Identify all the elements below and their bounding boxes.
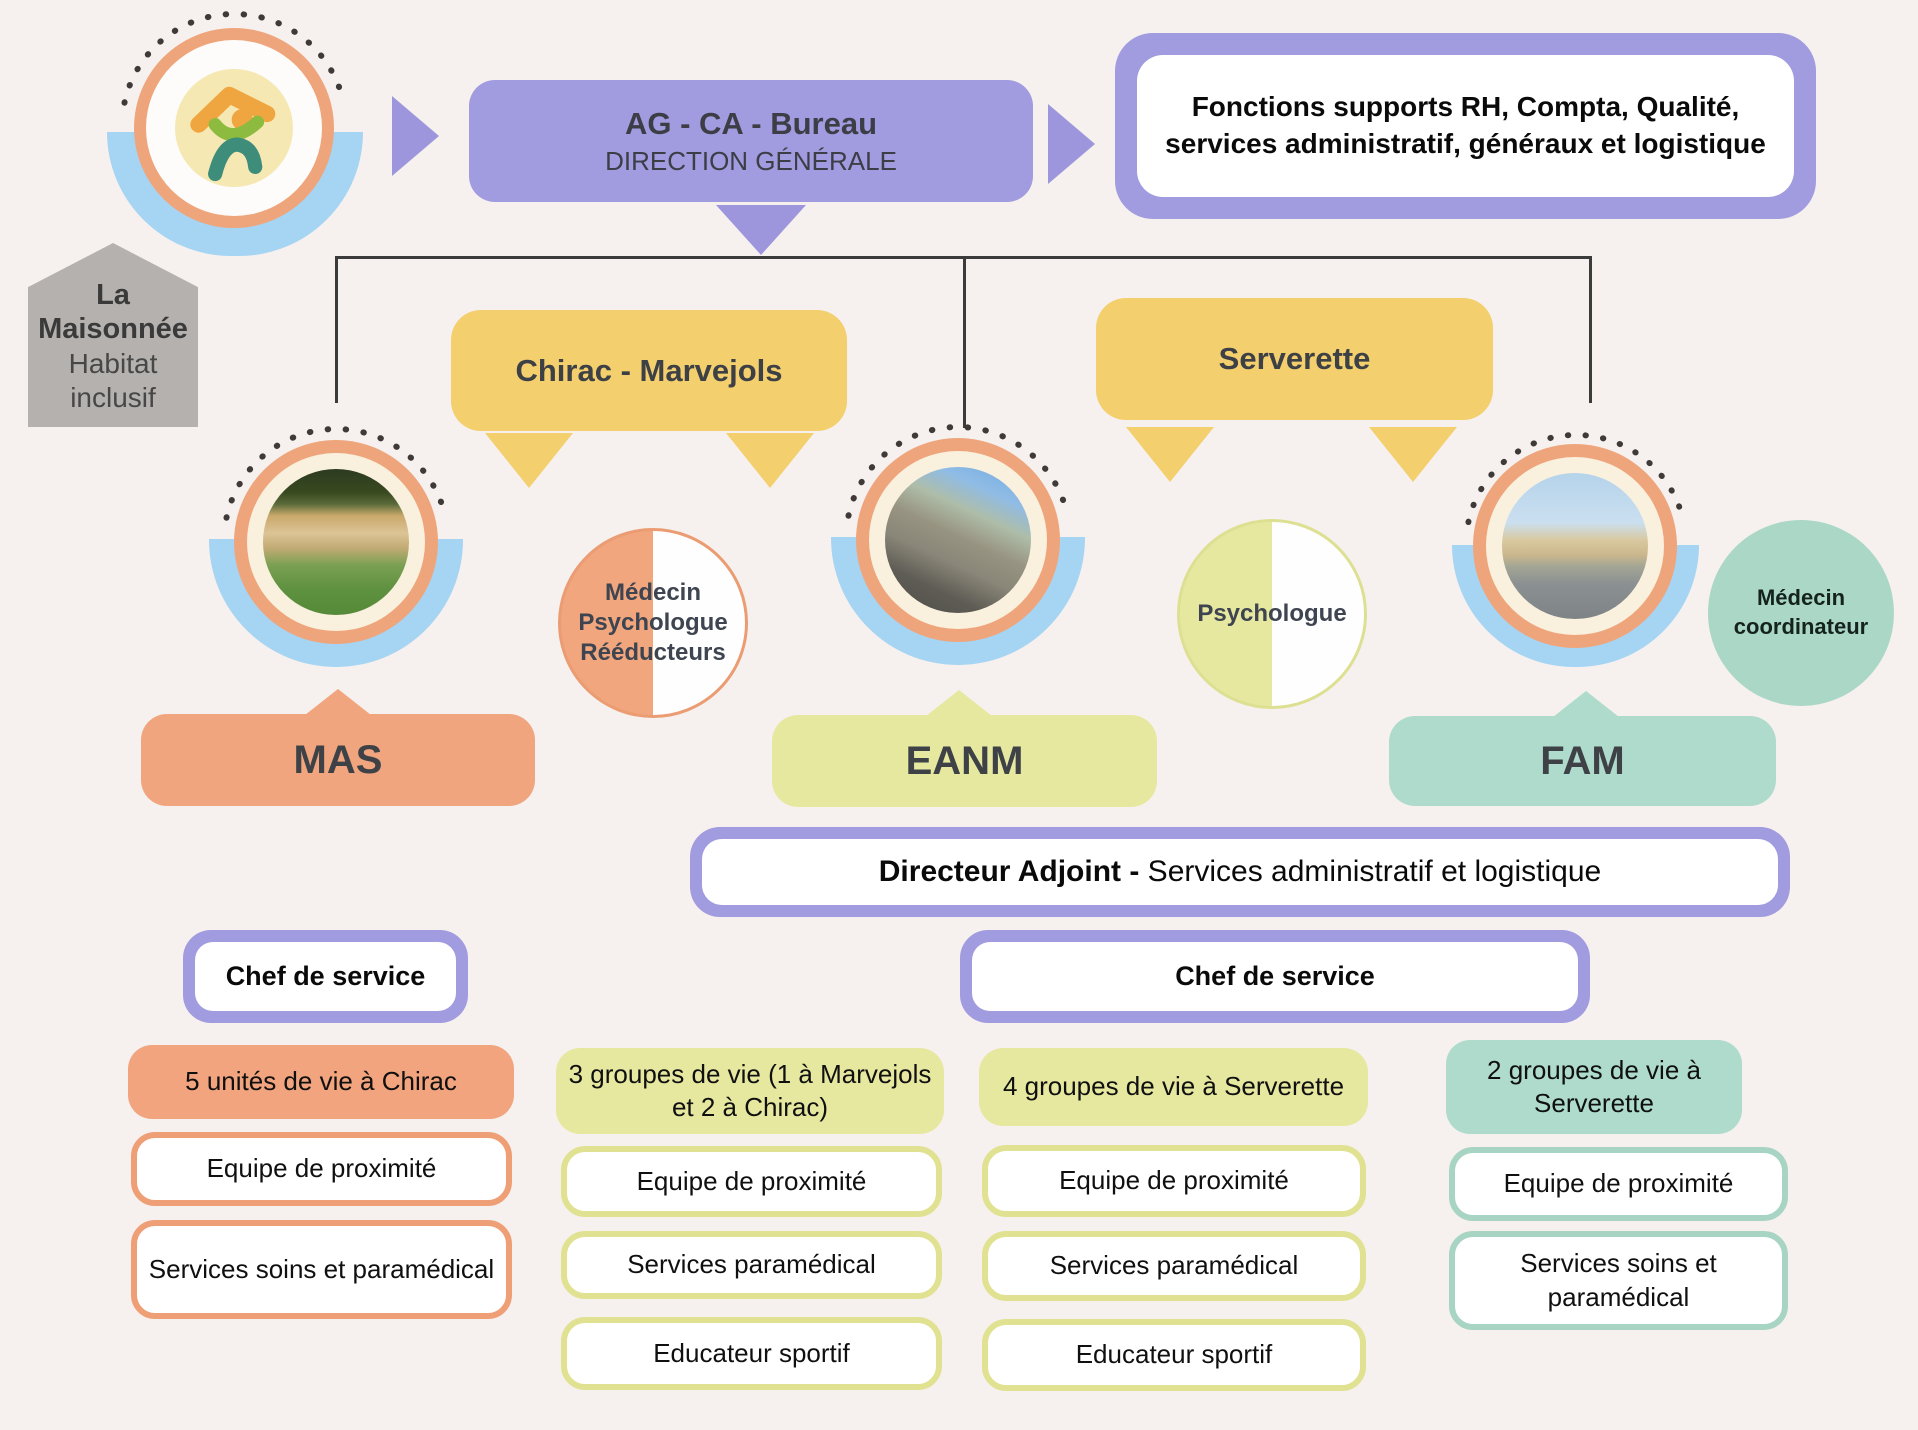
eanm-photo-medallion	[856, 438, 1060, 642]
mas-specialists-circle: Médecin Psychologue Rééducteurs	[558, 528, 748, 718]
fam-photo-medallion	[1473, 444, 1677, 648]
support-functions-text: Fonctions supports RH, Compta, Qualité, …	[1137, 55, 1794, 197]
chef-de-service-box-left: Chef de service	[183, 930, 468, 1023]
fam-building-photo	[1502, 473, 1648, 619]
column-item: Services soins et paramédical	[131, 1220, 512, 1319]
site-pointer-triangle-icon	[726, 433, 814, 488]
mas-building-photo	[263, 469, 409, 615]
chef-de-service-label: Chef de service	[972, 942, 1578, 1011]
logo-background-disc	[175, 69, 293, 187]
unit-code: FAM	[1540, 738, 1625, 783]
flow-arrow-down-icon	[716, 205, 806, 255]
connector-vertical-right	[1589, 256, 1592, 403]
unit-box-eanm: EANM	[772, 690, 1157, 807]
column-item: Services soins et paramédical	[1449, 1231, 1788, 1330]
direction-title: AG - CA - Bureau	[624, 105, 878, 141]
association-logo	[134, 28, 334, 228]
chef-de-service-label: Chef de service	[195, 942, 456, 1011]
column-item: Equipe de proximité	[131, 1132, 512, 1206]
site-pointer-triangle-icon	[485, 433, 573, 488]
specialist-line: Psychologue	[1197, 600, 1347, 627]
mas-photo-medallion	[234, 440, 438, 644]
site-pointer-triangle-icon	[1369, 427, 1457, 482]
chef-de-service-box-right: Chef de service	[960, 930, 1590, 1023]
specialist-line: Rééducteurs	[580, 639, 726, 666]
site-box-serverette: Serverette	[1096, 298, 1493, 420]
deputy-director-bar: Directeur Adjoint - Services administrat…	[690, 827, 1790, 917]
site-name: Chirac - Marvejols	[515, 352, 783, 388]
column-item: Educateur sportif	[982, 1319, 1366, 1391]
eanm-building-photo	[885, 467, 1031, 613]
direction-subtitle: DIRECTION GÉNÉRALE	[605, 145, 897, 176]
unit-box-tail	[1553, 691, 1619, 717]
fam-specialists-circle: Médecin coordinateur	[1708, 520, 1894, 706]
eanm-specialists-circle: Psychologue	[1177, 519, 1367, 709]
org-tagline-line: Habitat	[68, 348, 158, 380]
connector-vertical-middle	[963, 256, 966, 428]
logo-figure-icon	[190, 86, 276, 182]
unit-box-tail	[926, 690, 992, 716]
column-item: Services paramédical	[982, 1231, 1366, 1301]
org-name-line: Maisonnée	[38, 313, 188, 346]
unit-code: MAS	[293, 737, 383, 782]
deputy-title-rest: Services administratif et logistique	[1139, 855, 1602, 888]
direction-generale-box: AG - CA - Bureau DIRECTION GÉNÉRALE	[469, 80, 1033, 202]
site-pointer-triangle-icon	[1126, 427, 1214, 482]
unit-box-tail	[305, 689, 371, 715]
specialist-line: Psychologue	[578, 609, 728, 636]
column-item: Educateur sportif	[561, 1317, 942, 1390]
specialist-line: Médecin	[1756, 585, 1846, 611]
column-item: Equipe de proximité	[561, 1146, 942, 1217]
site-box-chirac-marvejols: Chirac - Marvejols	[451, 310, 847, 431]
flow-arrow-right-icon	[392, 96, 439, 176]
column-header: 3 groupes de vie (1 à Marvejols et 2 à C…	[556, 1048, 944, 1134]
site-name: Serverette	[1218, 341, 1371, 376]
column-header: 4 groupes de vie à Serverette	[979, 1048, 1368, 1126]
logo-inner-ring	[146, 40, 322, 216]
support-functions-box: Fonctions supports RH, Compta, Qualité, …	[1115, 33, 1816, 219]
column-item: Equipe de proximité	[1449, 1147, 1788, 1221]
org-name-line: La	[96, 278, 130, 311]
unit-box-fam: FAM	[1389, 691, 1776, 806]
column-item: Equipe de proximité	[982, 1145, 1366, 1217]
org-tagline-line: inclusif	[70, 381, 156, 413]
unit-box-mas: MAS	[141, 689, 535, 806]
flow-arrow-right-icon	[1048, 104, 1095, 184]
specialist-line: coordinateur	[1733, 614, 1869, 639]
deputy-title-bold: Directeur Adjoint -	[878, 855, 1140, 888]
deputy-director-text: Directeur Adjoint - Services administrat…	[702, 839, 1778, 905]
connector-vertical-left	[335, 256, 338, 403]
specialist-line: Médecin	[604, 579, 702, 606]
unit-code: EANM	[905, 738, 1024, 783]
column-item: Services paramédical	[561, 1231, 942, 1299]
association-name-house-badge: La Maisonnée Habitat inclusif	[28, 243, 198, 427]
column-header: 2 groupes de vie à Serverette	[1446, 1040, 1742, 1134]
column-header: 5 unités de vie à Chirac	[128, 1045, 514, 1119]
